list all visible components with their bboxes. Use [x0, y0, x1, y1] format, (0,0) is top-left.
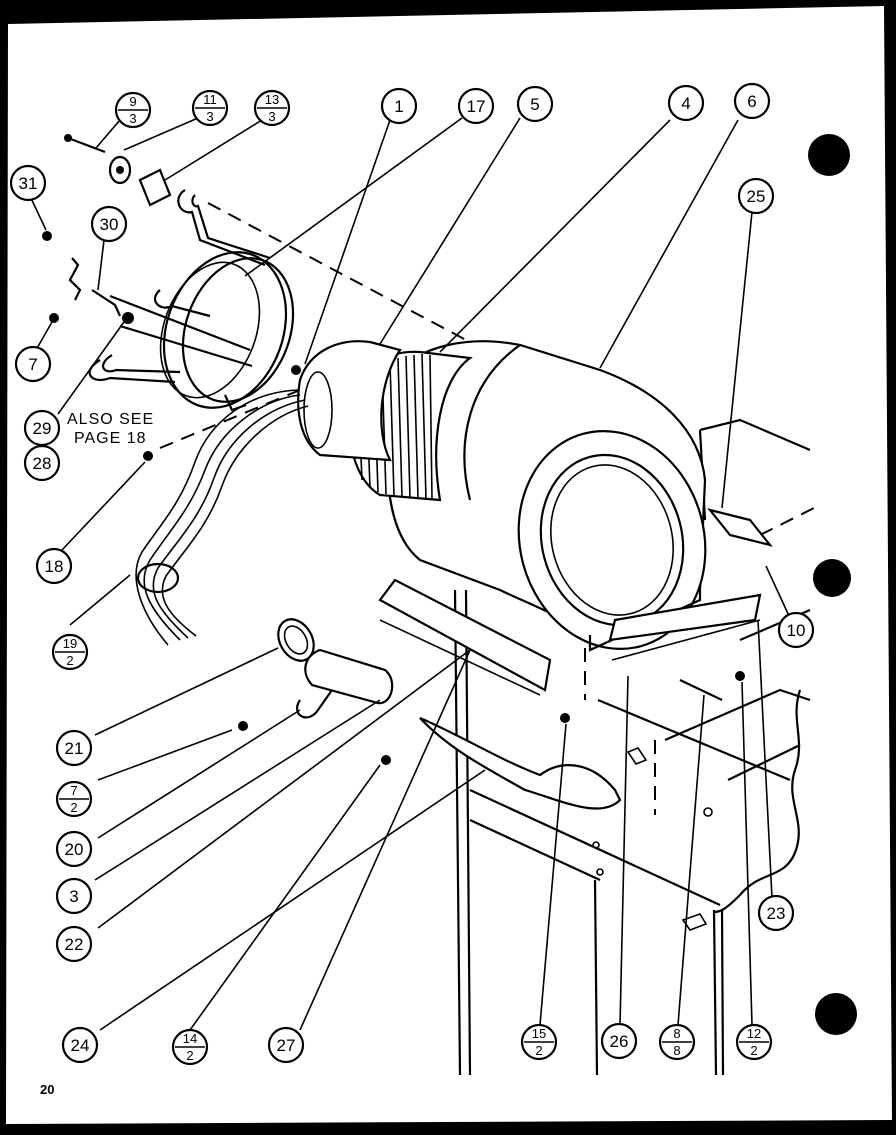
svg-text:24: 24: [71, 1036, 90, 1055]
svg-text:28: 28: [33, 454, 52, 473]
svg-text:7: 7: [28, 355, 37, 374]
svg-text:3: 3: [206, 109, 213, 124]
callout-18: 18: [35, 547, 73, 585]
callout-15-2: 152: [520, 1023, 558, 1061]
binder-hole: [815, 993, 857, 1035]
cabinet-frame: [453, 418, 811, 1076]
svg-text:2: 2: [186, 1048, 193, 1063]
callout-4: 4: [667, 84, 705, 122]
callout-7-2: 72: [55, 780, 93, 818]
drain-shield: [419, 716, 622, 810]
svg-text:8: 8: [673, 1043, 680, 1058]
svg-text:2: 2: [66, 653, 73, 668]
svg-text:8: 8: [673, 1026, 680, 1041]
callout-12-2: 122: [735, 1023, 773, 1061]
binder-hole: [808, 134, 850, 176]
note-line-2: PAGE 18: [74, 430, 147, 447]
callout-22: 22: [55, 925, 93, 963]
svg-text:17: 17: [467, 97, 486, 116]
callout-5: 5: [516, 85, 554, 123]
mounting-brackets: [378, 508, 773, 696]
svg-text:1: 1: [394, 97, 403, 116]
callout-30: 30: [90, 205, 128, 243]
svg-text:25: 25: [747, 187, 766, 206]
svg-text:3: 3: [268, 109, 275, 124]
svg-text:23: 23: [767, 904, 786, 923]
callout-17: 17: [457, 87, 495, 125]
callout-27: 27: [267, 1026, 305, 1064]
svg-text:5: 5: [530, 95, 539, 114]
page-number: 20: [40, 1082, 54, 1097]
motor-mount: [88, 189, 295, 412]
callout-3: 3: [55, 877, 93, 915]
svg-text:13: 13: [265, 92, 279, 107]
svg-text:6: 6: [747, 92, 756, 111]
svg-text:9: 9: [129, 94, 136, 109]
binder-hole: [813, 559, 851, 597]
svg-text:22: 22: [65, 935, 84, 954]
callout-13-3: 133: [253, 89, 291, 127]
svg-text:20: 20: [65, 840, 84, 859]
callout-31: 31: [9, 164, 47, 202]
svg-text:7: 7: [70, 783, 77, 798]
callout-19-2: 192: [51, 633, 89, 671]
callout-24: 24: [61, 1026, 99, 1064]
blower-motor: [297, 340, 402, 462]
callout-9-3: 93: [114, 91, 152, 129]
svg-text:26: 26: [610, 1032, 629, 1051]
callout-10: 10: [777, 611, 815, 649]
wire-harness: [135, 389, 309, 646]
leader-lines: [29, 117, 791, 1031]
callout-26: 26: [600, 1022, 638, 1060]
svg-text:31: 31: [19, 174, 38, 193]
alignment-lines: [159, 202, 821, 815]
svg-text:30: 30: [100, 215, 119, 234]
capacitor-assembly: [277, 618, 394, 719]
callout-8-8: 88: [658, 1023, 696, 1061]
callout-21: 21: [55, 729, 93, 767]
callout-23: 23: [757, 894, 795, 932]
svg-text:2: 2: [750, 1043, 757, 1058]
callout-28: 28: [23, 444, 61, 482]
callout-14-2: 142: [171, 1028, 209, 1066]
svg-text:19: 19: [63, 636, 77, 651]
callout-29: 29: [23, 409, 61, 447]
callout-11-3: 113: [191, 89, 229, 127]
svg-text:10: 10: [787, 621, 806, 640]
svg-text:3: 3: [69, 887, 78, 906]
fasteners: [42, 134, 745, 765]
svg-text:21: 21: [65, 739, 84, 758]
callout-25: 25: [737, 177, 775, 215]
blower-housing: [386, 340, 707, 652]
svg-text:27: 27: [277, 1036, 296, 1055]
svg-text:18: 18: [45, 557, 64, 576]
svg-text:2: 2: [535, 1043, 542, 1058]
callout-1: 1: [380, 87, 418, 125]
svg-text:29: 29: [33, 419, 52, 438]
callout-7: 7: [14, 345, 52, 383]
svg-text:15: 15: [532, 1026, 546, 1041]
callout-6: 6: [733, 82, 771, 120]
callout-20: 20: [55, 830, 93, 868]
svg-text:2: 2: [70, 800, 77, 815]
svg-text:12: 12: [747, 1026, 761, 1041]
note-line-1: ALSO SEE: [67, 411, 154, 428]
svg-text:3: 3: [129, 111, 136, 126]
svg-text:4: 4: [681, 94, 690, 113]
svg-text:14: 14: [183, 1031, 197, 1046]
svg-text:11: 11: [203, 92, 217, 107]
